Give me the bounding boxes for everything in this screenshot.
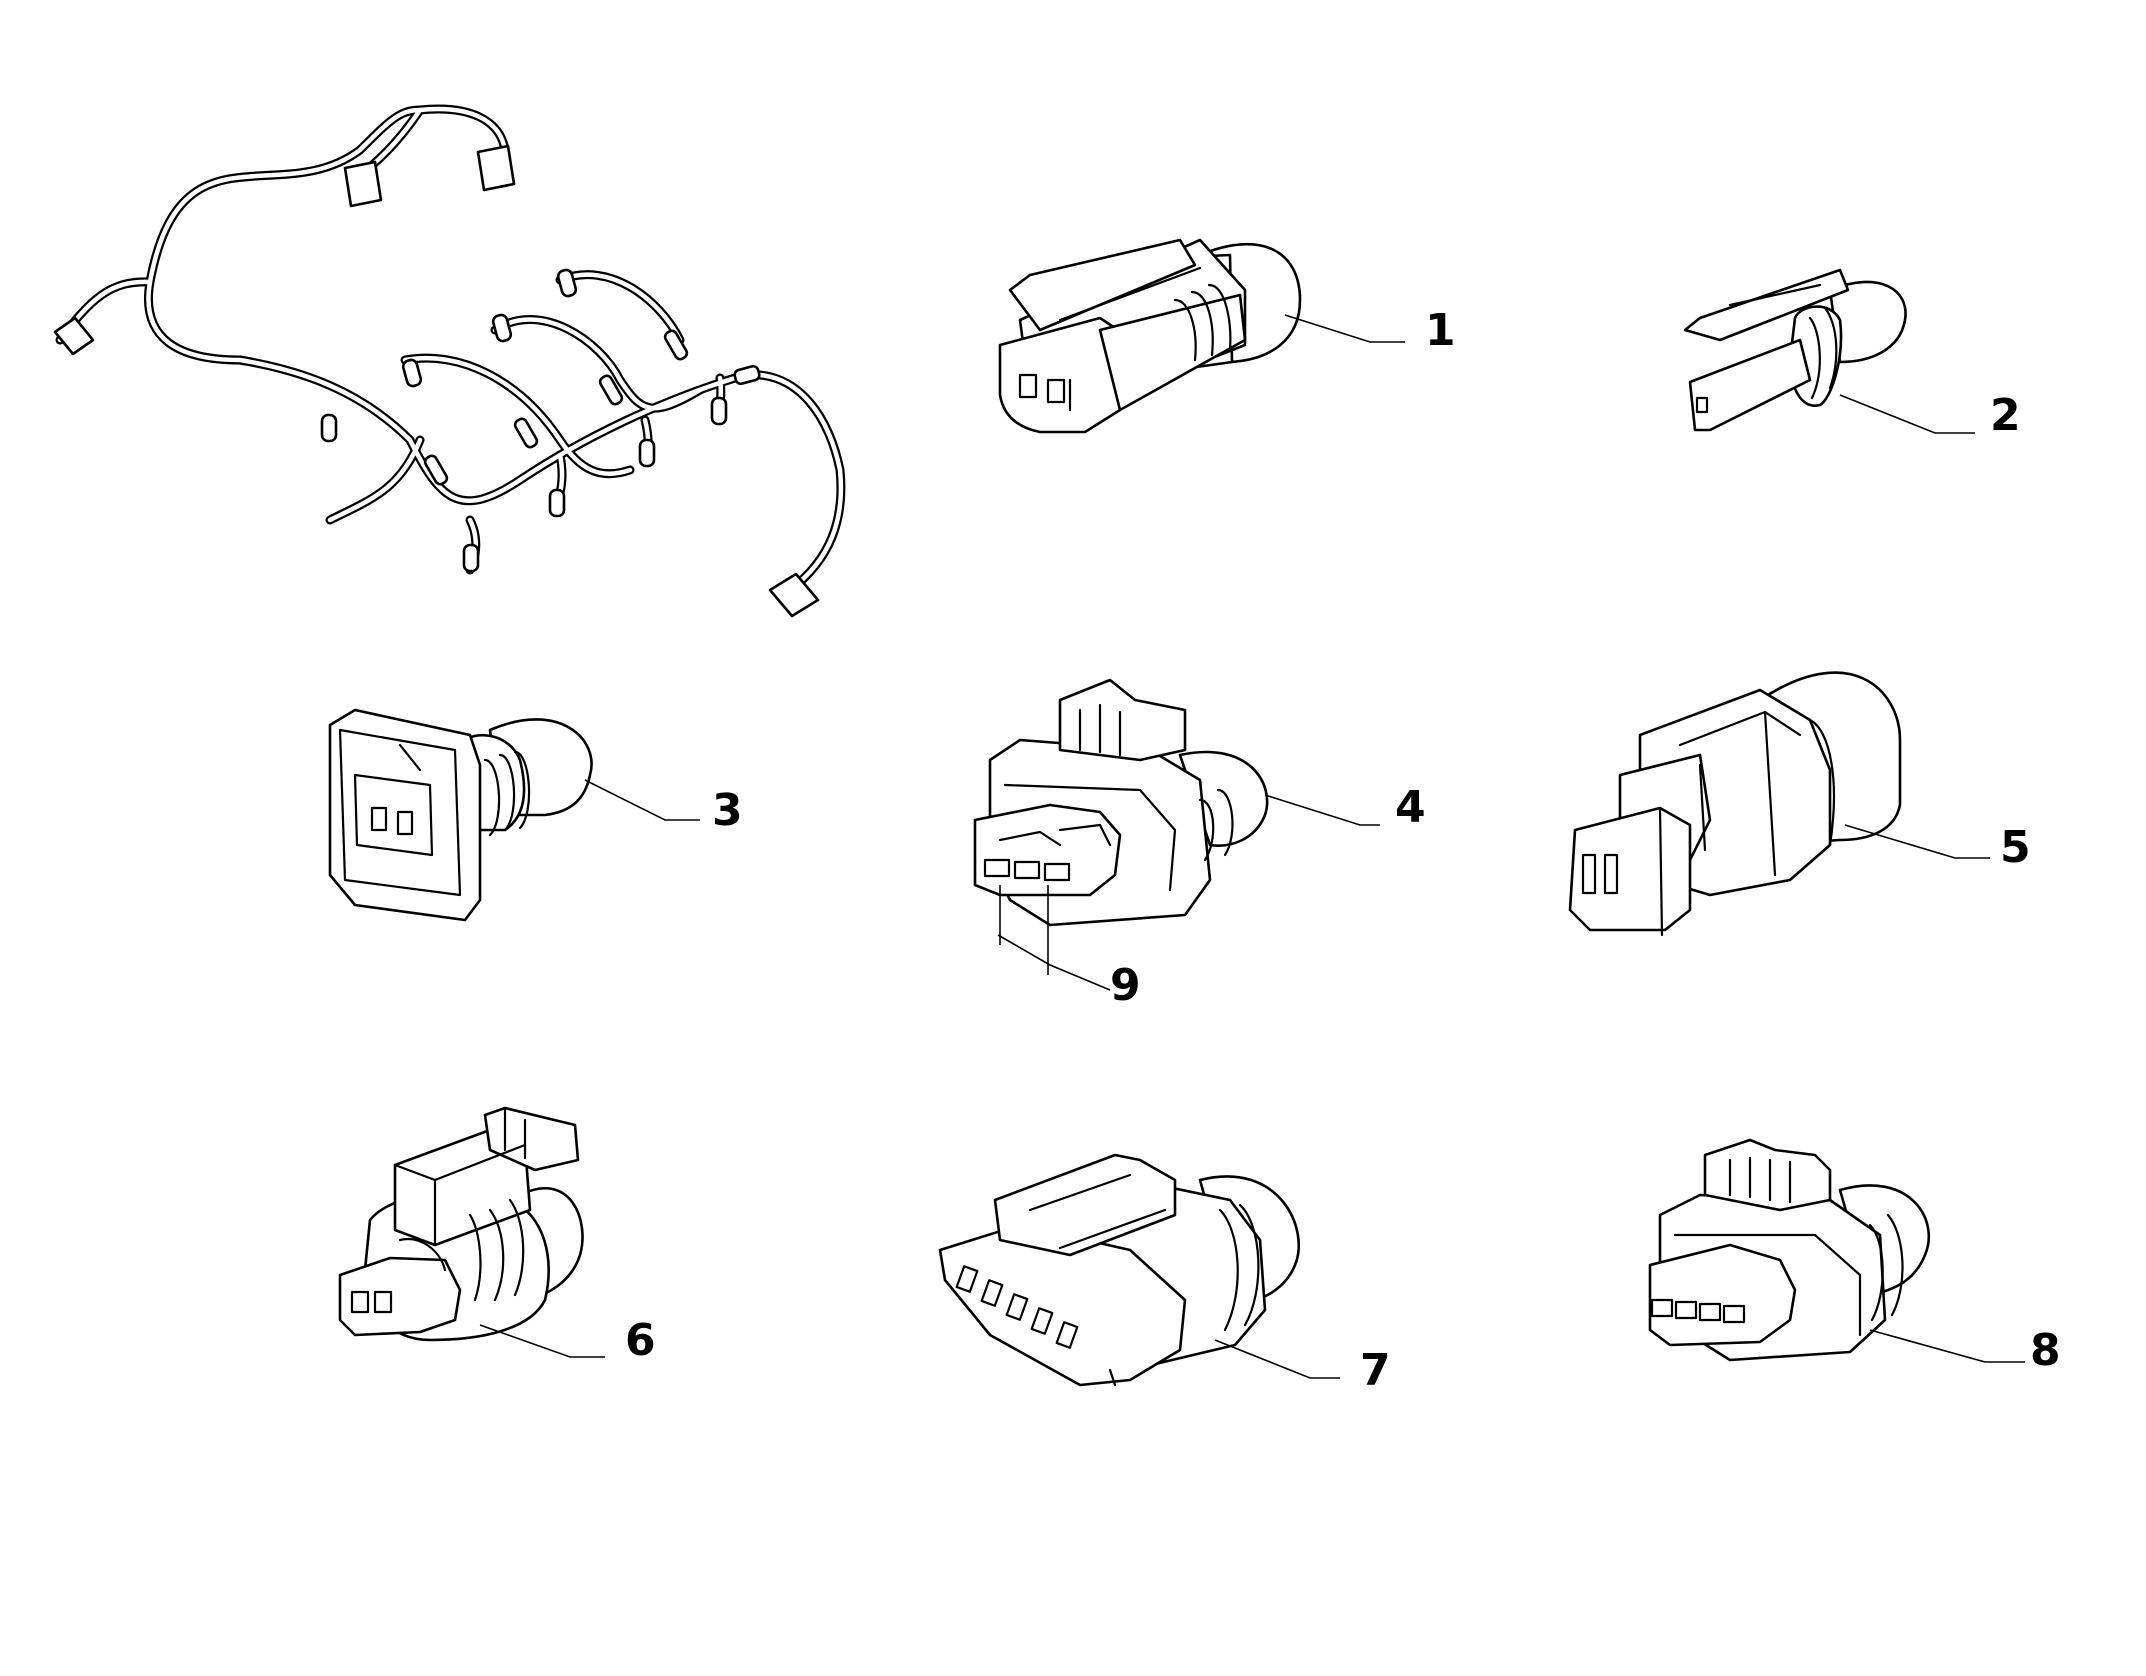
callout-1: 1 [1425,305,1456,356]
connector-6: 6 [338,1106,656,1366]
callout-2: 2 [1990,390,2021,441]
callout-3: 3 [712,785,743,836]
terminal-pitch-dimension: 9 [997,885,1141,1011]
connector-8: 8 [1648,1138,2061,1376]
wiring-harness [53,104,846,618]
connector-1: 1 [998,238,1456,434]
callout-9: 9 [1110,960,1141,1011]
callout-5: 5 [2000,822,2031,873]
callout-8: 8 [2030,1325,2061,1376]
connector-7: 7 [938,1153,1391,1396]
connector-3: 3 [328,708,743,922]
callout-4: 4 [1395,782,1426,833]
connector-2: 2 [1683,268,2021,441]
callout-6: 6 [625,1315,656,1366]
connector-4: 4 [973,678,1426,927]
callout-7: 7 [1360,1345,1391,1396]
connector-5: 5 [1568,671,2031,937]
